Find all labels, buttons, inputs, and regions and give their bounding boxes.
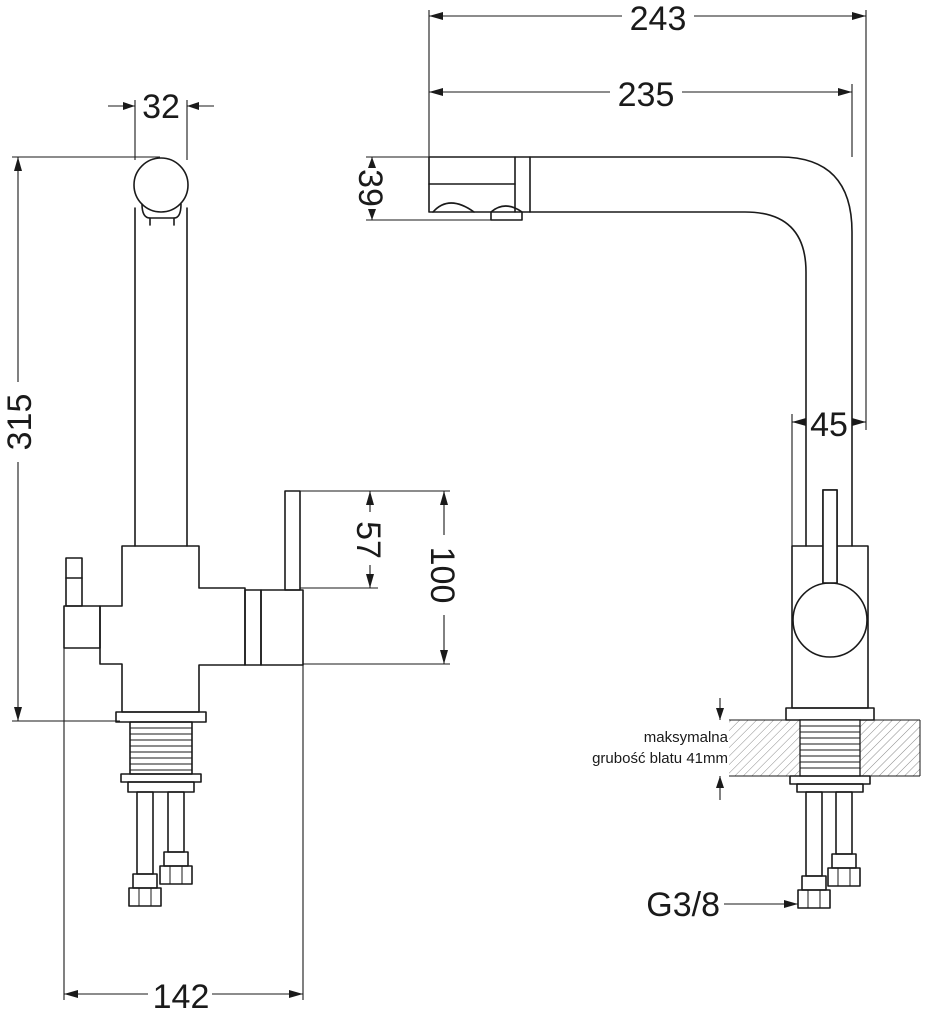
dim-countertop (716, 698, 724, 800)
dim-45: 45 (791, 406, 866, 546)
side-fitting-right (827, 867, 861, 887)
dim-32: 32 (108, 88, 214, 160)
front-fitting-left (128, 887, 162, 907)
front-left-knob (63, 605, 101, 649)
dim-100: 100 (303, 490, 461, 665)
side-cartridge (792, 582, 868, 658)
countertop (729, 719, 921, 793)
front-nozzle (141, 203, 182, 219)
dim-315-label: 315 (1, 394, 39, 451)
side-hoses (797, 791, 861, 909)
dim-57: 57 (300, 490, 387, 589)
countertop-note-line1: maksymalna (644, 729, 729, 746)
front-lever (284, 490, 301, 591)
front-base-plate (115, 711, 207, 723)
dim-142: 142 (63, 648, 304, 1016)
countertop-note-line2: grubość blatu 41mm (592, 750, 728, 767)
dim-235: 235 (429, 76, 853, 157)
dim-39: 39 (351, 156, 491, 221)
dim-243-label: 243 (630, 0, 687, 38)
front-right-cap (260, 589, 304, 666)
dim-39-label: 39 (351, 169, 389, 207)
front-top-ball (133, 157, 189, 213)
dim-45-label: 45 (810, 406, 848, 444)
front-right-cartridge (244, 589, 262, 666)
dim-32-label: 32 (142, 88, 180, 126)
side-base-plate (785, 707, 875, 721)
dim-243: 243 (428, 0, 867, 430)
side-shank (799, 719, 861, 777)
side-spout-inner (529, 211, 807, 547)
dim-100-label: 100 (423, 547, 461, 604)
front-hose-right (167, 791, 185, 853)
thread-callout: G3/8 (646, 886, 798, 924)
side-spout-outer (529, 156, 853, 547)
side-lever-front (822, 489, 838, 584)
side-shank-thread (800, 725, 860, 769)
thread-label: G3/8 (646, 886, 720, 924)
side-view (428, 156, 875, 721)
dim-57-label: 57 (349, 521, 387, 559)
dim-142-label: 142 (153, 978, 210, 1016)
front-fitting-right (159, 865, 193, 885)
dim-235-label: 235 (618, 76, 675, 114)
side-fitting-left (797, 889, 831, 909)
front-left-pin (65, 557, 83, 607)
dim-315: 315 (1, 156, 160, 722)
front-view (63, 157, 304, 907)
front-hose-left (136, 791, 154, 875)
front-body (99, 545, 246, 713)
front-nut (120, 773, 202, 783)
front-shank (129, 721, 193, 775)
front-shank-thread (130, 727, 192, 771)
